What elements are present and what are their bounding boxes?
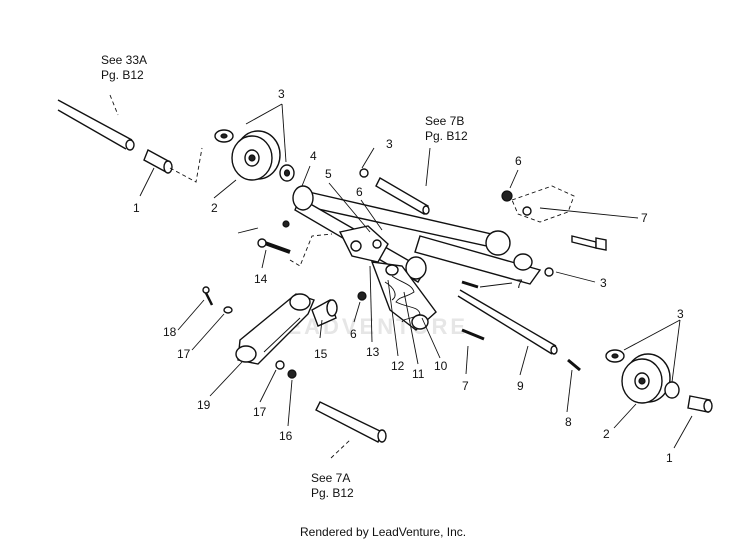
dashed-bracket — [511, 185, 575, 223]
callout-label: 17 — [253, 405, 267, 419]
callout-label: 7 — [641, 211, 648, 225]
note-line2: Pg. B12 — [425, 129, 468, 143]
lower-tube-7a — [315, 401, 387, 443]
note-line2: Pg. B12 — [101, 68, 144, 82]
callout-label: 3 — [600, 276, 607, 290]
callout-label: 8 — [565, 415, 572, 429]
callout-label: 15 — [314, 347, 328, 361]
note-line1: See 7A — [311, 471, 350, 485]
callout-label: 1 — [133, 201, 140, 215]
leader-lines — [109, 94, 693, 459]
note-see-7a: See 7A Pg. B12 — [311, 471, 354, 500]
callout-label: 5 — [325, 167, 332, 181]
upper-tube-7b — [375, 177, 430, 215]
callout-label: 18 — [163, 325, 177, 339]
callout-label: 9 — [517, 379, 524, 393]
callout-label: 10 — [434, 359, 448, 373]
shock-absorber — [370, 261, 437, 331]
callout-label: 6 — [356, 185, 363, 199]
dashed-path-bolt — [289, 233, 333, 267]
callout-label: 7 — [462, 379, 469, 393]
spacer-tube-upper — [143, 149, 173, 174]
note-line2: Pg. B12 — [311, 486, 354, 500]
callout-label: 16 — [279, 429, 293, 443]
note-see-33a: See 33A Pg. B12 — [101, 53, 147, 82]
rear-shaft — [57, 99, 135, 151]
callout-label: 3 — [386, 137, 393, 151]
callout-label: 12 — [391, 359, 405, 373]
note-line1: See 7B — [425, 114, 464, 128]
footer-credit: Rendered by LeadVenture, Inc. — [300, 525, 466, 539]
lower-link-arm — [235, 293, 315, 365]
suspension-arm-assembly — [292, 185, 542, 285]
callout-label: 11 — [412, 367, 425, 381]
callout-labels: 3 2 1 4 5 6 3 6 7 3 7 14 6 13 12 11 10 7… — [133, 87, 684, 465]
callout-label: 4 — [310, 149, 317, 163]
callout-label: 14 — [254, 272, 268, 286]
idler-wheel-lower — [605, 349, 680, 404]
callout-label: 2 — [211, 201, 218, 215]
callout-label: 6 — [350, 327, 357, 341]
idler-wheel-upper — [214, 129, 295, 182]
note-see-7b: See 7B Pg. B12 — [425, 114, 468, 143]
note-line1: See 33A — [101, 53, 147, 67]
callout-label: 3 — [677, 307, 684, 321]
fasteners — [202, 168, 607, 379]
callout-label: 3 — [278, 87, 285, 101]
callout-label: 1 — [666, 451, 673, 465]
callout-label: 2 — [603, 427, 610, 441]
callout-label: 19 — [197, 398, 211, 412]
callout-label: 6 — [515, 154, 522, 168]
dashed-path-wheel — [169, 147, 203, 183]
spacer-15 — [311, 298, 338, 327]
callout-label: 17 — [177, 347, 191, 361]
spacer-tube-lower — [687, 395, 713, 413]
cross-shaft — [457, 289, 558, 355]
callout-label: 7 — [516, 277, 523, 291]
callout-label: 13 — [366, 345, 380, 359]
